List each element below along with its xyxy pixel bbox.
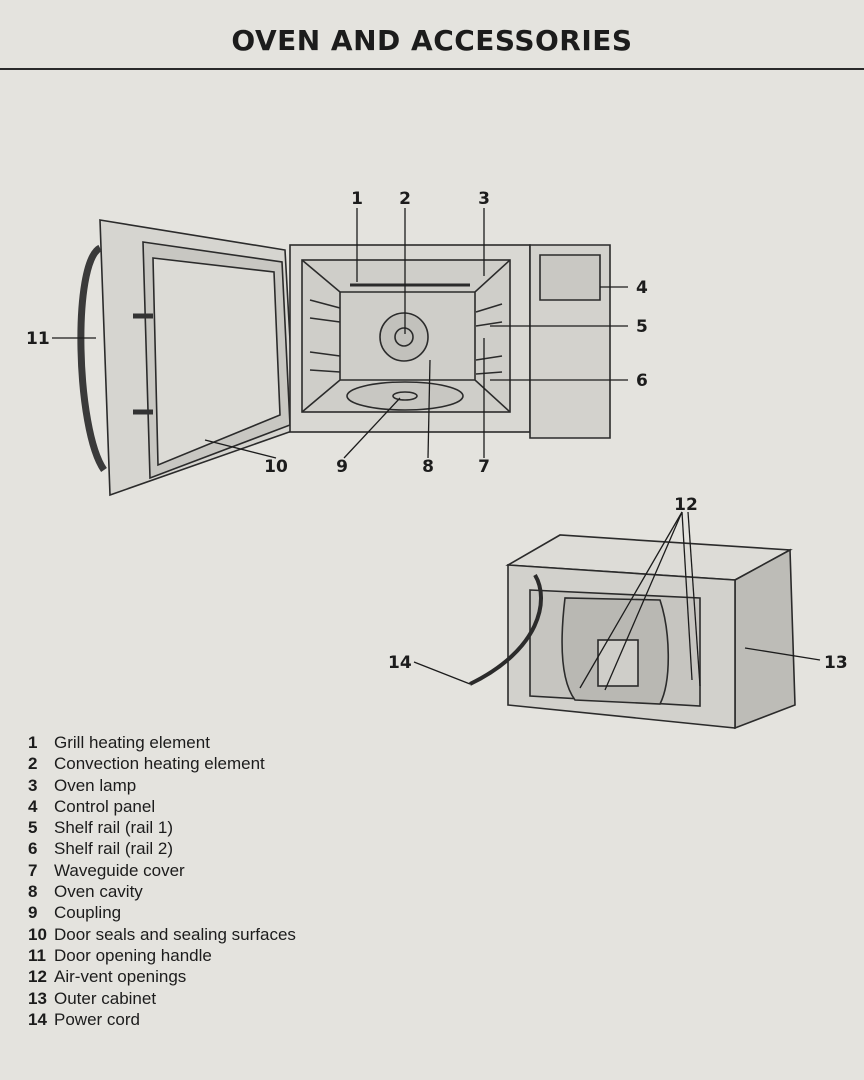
callout-10: 10 <box>264 457 288 477</box>
part-label: Shelf rail (rail 2) <box>54 839 174 859</box>
part-label: Power cord <box>54 1009 140 1029</box>
part-label: Shelf rail (rail 1) <box>54 818 174 838</box>
list-item: 13 Outer cabinet <box>28 988 296 1009</box>
part-label: Control panel <box>54 796 156 816</box>
part-label: Convection heating element <box>54 754 265 774</box>
part-label: Oven cavity <box>54 882 143 902</box>
part-number: 4 <box>28 796 38 816</box>
callout-1: 1 <box>351 189 363 209</box>
part-number: 2 <box>28 754 38 774</box>
list-item: 3 Oven lamp <box>28 775 296 796</box>
callout-14: 14 <box>388 653 412 673</box>
list-item: 12 Air-vent openings <box>28 966 296 987</box>
parts-list: 1 Grill heating element 2 Convection heati… <box>28 732 296 1030</box>
list-item: 4 Control panel <box>28 796 296 817</box>
list-item: 5 Shelf rail (rail 1) <box>28 817 296 838</box>
door-handle <box>77 244 107 473</box>
part-label: Waveguide cover <box>54 860 185 880</box>
part-number: 7 <box>28 860 38 880</box>
callout-8: 8 <box>422 457 434 477</box>
callout-2: 2 <box>399 189 411 209</box>
part-label: Air-vent openings <box>54 967 187 987</box>
list-item: 6 Shelf rail (rail 2) <box>28 838 296 859</box>
part-number: 8 <box>28 882 38 902</box>
callout-7: 7 <box>478 457 490 477</box>
part-number: 11 <box>28 945 46 965</box>
part-label: Grill heating element <box>54 733 210 752</box>
callout-6: 6 <box>636 371 648 391</box>
callout-9: 9 <box>336 457 348 477</box>
part-number: 3 <box>28 775 38 795</box>
leader-lines <box>52 208 821 691</box>
list-item: 1 Grill heating element <box>28 732 296 753</box>
oven-door <box>99 219 296 497</box>
list-item: 7 Waveguide cover <box>28 860 296 881</box>
callout-12: 12 <box>674 495 698 515</box>
page-title: OVEN AND ACCESSORIES <box>231 24 633 57</box>
outer-cabinet-view <box>469 534 796 730</box>
list-item: 9 Coupling <box>28 902 296 923</box>
part-label: Door seals and sealing surfaces <box>54 924 296 944</box>
list-item: 10 Door seals and sealing surfaces <box>28 924 296 945</box>
part-number: 6 <box>28 839 38 859</box>
part-number: 10 <box>28 924 47 944</box>
part-label: Door opening handle <box>54 945 212 965</box>
part-number: 12 <box>28 967 47 987</box>
oven-body <box>289 244 531 433</box>
part-number: 14 <box>28 1009 47 1029</box>
part-number: 5 <box>28 818 38 838</box>
part-number: 9 <box>28 903 38 923</box>
part-number: 1 <box>28 733 38 752</box>
title-divider <box>0 68 864 70</box>
list-item: 2 Convection heating element <box>28 753 296 774</box>
part-label: Oven lamp <box>54 775 137 795</box>
control-panel <box>529 244 611 439</box>
list-item: 14 Power cord <box>28 1009 296 1030</box>
callout-11: 11 <box>26 329 50 349</box>
callout-4: 4 <box>636 278 648 298</box>
list-item: 8 Oven cavity <box>28 881 296 902</box>
callout-5: 5 <box>636 317 648 337</box>
part-number: 13 <box>28 988 47 1008</box>
callout-3: 3 <box>478 189 490 209</box>
list-item: 11 Door opening handle <box>28 945 296 966</box>
callout-13: 13 <box>824 653 848 673</box>
part-label: Coupling <box>54 903 122 923</box>
part-label: Outer cabinet <box>54 988 157 1008</box>
